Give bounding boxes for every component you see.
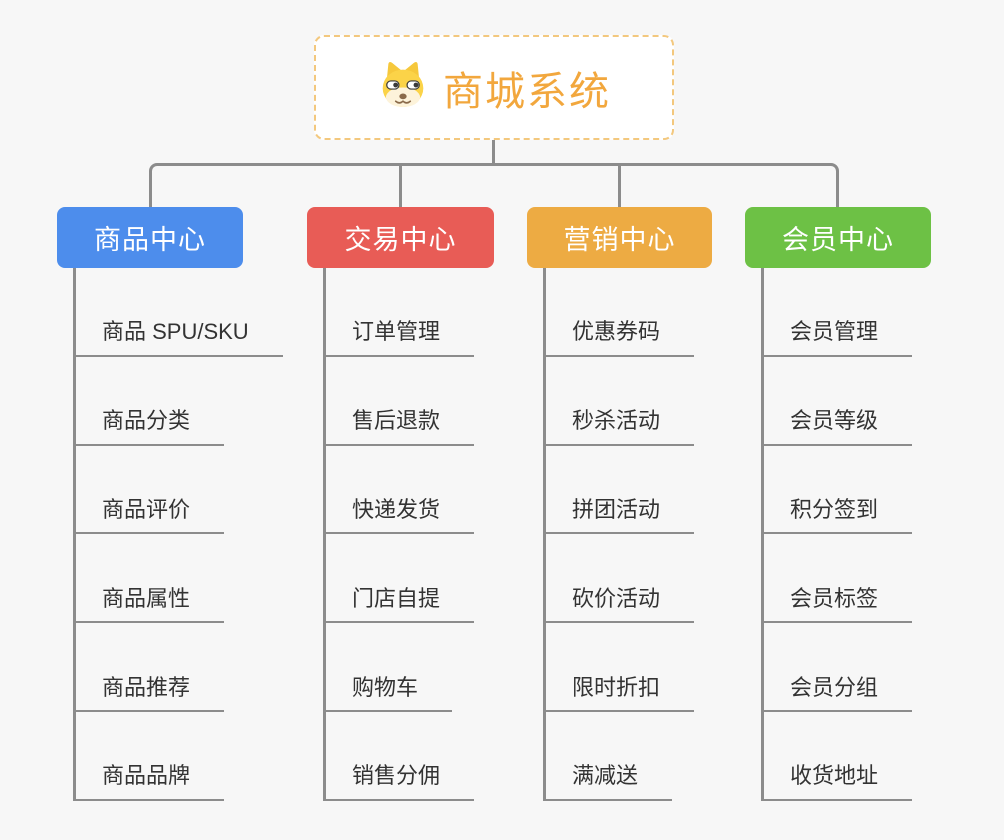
leaf-node[interactable]: 商品推荐 <box>76 675 225 712</box>
branch-label: 交易中心 <box>344 225 457 255</box>
branch-label: 会员中心 <box>782 225 894 255</box>
leaf-node[interactable]: 会员等级 <box>764 408 913 446</box>
leaf-row: 满减送 <box>546 712 694 801</box>
dog-face-icon <box>377 59 429 116</box>
leaf-row: 会员管理 <box>764 268 913 357</box>
connector-drop-marketing <box>618 163 621 208</box>
leaf-node[interactable]: 订单管理 <box>326 319 475 357</box>
leaf-row: 秒杀活动 <box>546 357 695 446</box>
leaf-row: 拼团活动 <box>546 446 695 535</box>
leaf-row: 会员等级 <box>764 357 913 446</box>
leaf-row: 优惠券码 <box>546 268 695 357</box>
leaf-node[interactable]: 快递发货 <box>326 497 475 535</box>
leaf-node[interactable]: 收货地址 <box>764 763 913 801</box>
connector-drop-trade <box>399 163 402 208</box>
branch-label: 营销中心 <box>563 225 676 255</box>
leaf-row: 收货地址 <box>764 712 913 801</box>
leaf-node[interactable]: 积分签到 <box>764 497 913 535</box>
leaf-node[interactable]: 会员管理 <box>764 319 913 357</box>
leaf-row: 商品品牌 <box>76 712 283 801</box>
leaf-row: 商品 SPU/SKU <box>76 268 283 357</box>
connector-bus <box>149 163 839 208</box>
branch-list-trade-center: 订单管理 售后退款 快递发货 门店自提 购物车 销售分佣 <box>323 268 475 801</box>
leaf-row: 订单管理 <box>326 268 475 357</box>
leaf-node[interactable]: 会员标签 <box>764 586 913 624</box>
leaf-node[interactable]: 满减送 <box>546 763 673 801</box>
leaf-row: 会员分组 <box>764 623 913 712</box>
leaf-node[interactable]: 优惠券码 <box>546 319 695 357</box>
leaf-node[interactable]: 商品评价 <box>76 497 225 535</box>
leaf-row: 商品分类 <box>76 357 283 446</box>
leaf-node[interactable]: 购物车 <box>326 675 453 712</box>
leaf-row: 商品属性 <box>76 534 283 624</box>
branch-list-marketing-center: 优惠券码 秒杀活动 拼团活动 砍价活动 限时折扣 满减送 <box>543 268 695 801</box>
branch-list-member-center: 会员管理 会员等级 积分签到 会员标签 会员分组 收货地址 <box>761 268 913 801</box>
leaf-node[interactable]: 门店自提 <box>326 586 475 624</box>
leaf-node[interactable]: 销售分佣 <box>326 763 475 801</box>
connector-root-stem <box>492 139 495 165</box>
leaf-node[interactable]: 会员分组 <box>764 675 913 712</box>
branch-node-product-center[interactable]: 商品中心 <box>57 207 243 268</box>
leaf-node[interactable]: 商品属性 <box>76 586 225 624</box>
branch-list-product-center: 商品 SPU/SKU 商品分类 商品评价 商品属性 商品推荐 商品品牌 <box>73 268 283 801</box>
branch-node-trade-center[interactable]: 交易中心 <box>307 207 494 268</box>
leaf-row: 销售分佣 <box>326 712 475 801</box>
branch-node-member-center[interactable]: 会员中心 <box>745 207 931 268</box>
leaf-row: 积分签到 <box>764 446 913 535</box>
branch-label: 商品中心 <box>94 225 206 255</box>
leaf-row: 快递发货 <box>326 446 475 535</box>
leaf-node[interactable]: 限时折扣 <box>546 675 695 712</box>
leaf-node[interactable]: 商品分类 <box>76 408 225 446</box>
leaf-node[interactable]: 拼团活动 <box>546 497 695 535</box>
leaf-node[interactable]: 秒杀活动 <box>546 408 695 446</box>
leaf-row: 砍价活动 <box>546 534 695 624</box>
leaf-node[interactable]: 商品 SPU/SKU <box>76 319 283 357</box>
leaf-row: 售后退款 <box>326 357 475 446</box>
leaf-row: 购物车 <box>326 623 474 712</box>
leaf-row: 门店自提 <box>326 534 475 624</box>
leaf-row: 商品评价 <box>76 446 283 535</box>
root-node[interactable]: 商城系统 <box>314 35 674 140</box>
branch-node-marketing-center[interactable]: 营销中心 <box>527 207 712 268</box>
root-node-title: 商城系统 <box>443 69 611 114</box>
leaf-node[interactable]: 商品品牌 <box>76 763 225 801</box>
leaf-row: 限时折扣 <box>546 623 695 712</box>
leaf-node[interactable]: 售后退款 <box>326 408 475 446</box>
leaf-row: 商品推荐 <box>76 623 283 712</box>
leaf-node[interactable]: 砍价活动 <box>546 586 695 624</box>
leaf-row: 会员标签 <box>764 534 913 624</box>
